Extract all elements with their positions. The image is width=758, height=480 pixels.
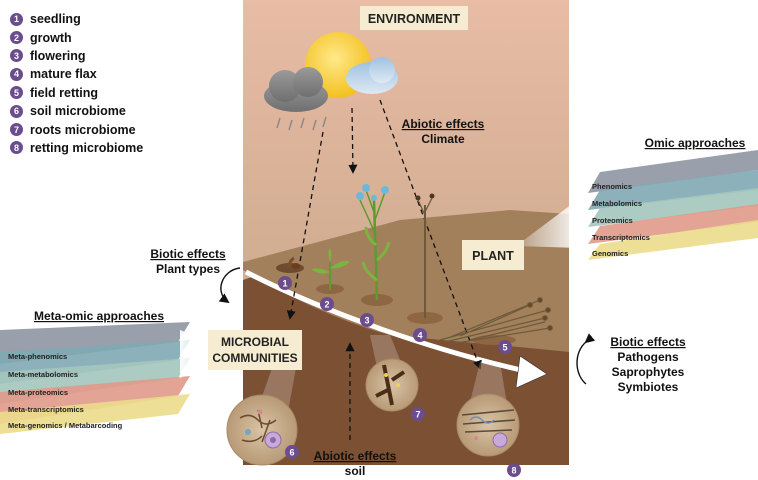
biotic-left-heading: Biotic effects <box>150 247 226 261</box>
stage-marker: 3 <box>360 313 374 327</box>
stage-marker: 2 <box>320 297 334 311</box>
microbial-label-line2: COMMUNITIES <box>212 351 297 365</box>
legend-item: 6 soil microbiome <box>10 102 200 120</box>
biotic-right-line: Symbiotes <box>618 380 679 394</box>
retting-microbiome-lens <box>456 393 520 457</box>
biotic-right-line: Pathogens <box>617 350 679 364</box>
svg-text:8: 8 <box>511 466 516 476</box>
biotic-right-line: Saprophytes <box>612 365 685 379</box>
legend-label: field retting <box>30 85 99 100</box>
stage-marker: 5 <box>498 340 512 354</box>
omic-title: Omic approaches <box>645 136 746 150</box>
omic-layer-label: Metabolomics <box>592 199 642 208</box>
biotic-left-sub: Plant types <box>156 262 220 276</box>
meta-omic-fan <box>180 330 212 378</box>
seedling-plant <box>286 256 300 269</box>
growth-plant <box>312 248 350 290</box>
legend-number: 8 <box>10 141 23 155</box>
meta-omic-layer-label: Meta-transcriptomics <box>8 405 84 414</box>
abiotic-soil-sub: soil <box>345 464 366 478</box>
svg-text:2: 2 <box>324 300 329 310</box>
legend-label: flowering <box>30 48 86 63</box>
legend-number: 1 <box>10 12 23 26</box>
svg-text:4: 4 <box>417 331 422 341</box>
legend-number: 5 <box>10 86 23 100</box>
legend-label: soil microbiome <box>30 104 126 119</box>
biotic-right-arrow <box>576 333 596 385</box>
svg-text:5: 5 <box>502 343 507 353</box>
omic-layer-label: Phenomics <box>592 182 632 191</box>
svg-text:1: 1 <box>282 279 287 289</box>
legend-item: 7 roots microbiome <box>10 120 200 138</box>
legend-number: 7 <box>10 123 23 137</box>
legend-number: 2 <box>10 31 23 45</box>
abiotic-climate-heading: Abiotic effects <box>402 117 485 131</box>
biotic-left-arrow <box>218 267 241 304</box>
legend-label: mature flax <box>30 67 97 82</box>
legend-item: 2 growth <box>10 28 200 46</box>
svg-text:6: 6 <box>289 448 294 458</box>
stage-marker: 6 <box>285 445 299 459</box>
meta-omic-title: Meta-omic approaches <box>34 309 164 323</box>
roots-microbiome-lens <box>365 358 419 412</box>
climate-arrow-right <box>379 99 482 370</box>
blue-cloud-icon <box>346 57 398 94</box>
meta-omic-layer-label: Meta-genomics / Metabarcoding <box>8 421 123 430</box>
microbial-label-line1: MICROBIAL <box>221 335 289 349</box>
legend-item: 8 retting microbiome <box>10 139 200 157</box>
climate-arrow-center <box>348 107 358 174</box>
omic-layer-label: Proteomics <box>592 216 633 225</box>
legend-label: seedling <box>30 12 81 27</box>
stage-marker: 1 <box>278 276 292 290</box>
abiotic-soil-heading: Abiotic effects <box>314 449 397 463</box>
plant-label: PLANT <box>472 249 514 263</box>
legend-item: 5 field retting <box>10 84 200 102</box>
soil-microbiome-lens <box>226 394 298 466</box>
svg-text:7: 7 <box>415 410 420 420</box>
legend-label: growth <box>30 30 72 45</box>
legend-item: 1 seedling <box>10 10 200 28</box>
legend-number: 3 <box>10 49 23 63</box>
mature-flax-plant <box>415 193 435 318</box>
stage-marker: 8 <box>507 463 521 477</box>
flowering-plant <box>356 184 391 301</box>
microbial-box <box>208 330 302 370</box>
legend-item: 3 flowering <box>10 47 200 65</box>
meta-omic-stack <box>0 322 190 434</box>
legend-label: retting microbiome <box>30 140 144 155</box>
omic-layer-label: Transcriptomics <box>592 233 650 242</box>
stage-marker: 7 <box>411 407 425 421</box>
legend-item: 4 mature flax <box>10 65 200 83</box>
abiotic-climate-sub: Climate <box>421 132 465 146</box>
rain-cloud-icon <box>264 67 328 131</box>
timeline-arrowhead <box>515 355 548 389</box>
environment-title: ENVIRONMENT <box>368 12 461 26</box>
legend-number: 4 <box>10 67 23 81</box>
omic-stack <box>588 150 758 260</box>
climate-arrow-left <box>286 131 324 320</box>
legend-label: roots microbiome <box>30 122 136 137</box>
meta-omic-layer-label: Meta-proteomics <box>8 388 68 397</box>
biotic-right-heading: Biotic effects <box>610 335 686 349</box>
omic-layer-label: Genomics <box>592 249 628 258</box>
timeline-arrow <box>244 269 531 375</box>
legend-number: 6 <box>10 104 23 118</box>
stage-marker: 4 <box>413 328 427 342</box>
omic-fan <box>516 198 580 248</box>
plant-box <box>462 240 524 270</box>
stage-legend: 1 seedling 2 growth 3 flowering 4 mature fla… <box>10 10 200 157</box>
meta-omic-layer-label: Meta-phenomics <box>8 352 67 361</box>
svg-text:3: 3 <box>364 316 369 326</box>
meta-omic-layer-label: Meta-metabolomics <box>8 370 78 379</box>
retting-stems <box>439 297 553 345</box>
environment-box <box>360 6 468 30</box>
